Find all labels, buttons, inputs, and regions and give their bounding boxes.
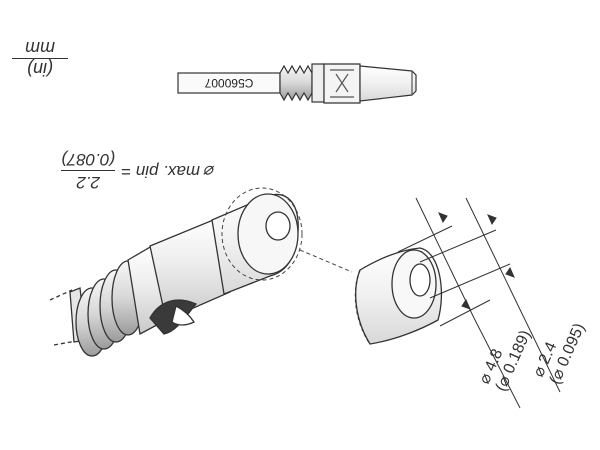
dim-outer-line [415,197,475,319]
dim-inner-line [465,197,561,393]
dim-outer-arrow-1 [438,212,448,224]
side-view-collar [311,63,325,103]
dim-outer-ext-1 [397,225,453,253]
dim-inner-arrow-2 [505,266,515,278]
dim-outer-ext-2 [439,299,491,327]
dim-inner-arrow-1 [487,214,497,226]
detail-tip [354,247,443,345]
detail-tip-bore [409,263,431,297]
detail-leader [299,249,353,273]
dimension-lines [397,197,561,409]
dim-inner-label: ⌀ 2.4 (⌀ 0.095) [530,321,588,387]
side-view-nozzle [359,65,417,102]
dim-inner-ext-1 [419,229,497,263]
detail-circle [221,187,303,281]
side-view-body-lines [330,69,354,98]
perspective-tip [49,193,299,357]
perspective-notch-highlight [171,305,195,326]
dim-inner-ext-2 [429,263,511,299]
side-view-body-notch [335,73,349,93]
side-view-thread [279,64,313,102]
perspective-thread [75,260,145,357]
dim-outer-arrow-2 [461,298,471,310]
dim-outer-label: ⌀ 4.8 (⌀ 0.189) [476,328,534,394]
side-view-tip [177,63,417,104]
perspective-nozzle-bore [265,211,291,241]
dim-outer-leader [473,317,521,409]
part-number: C560007 [204,76,253,90]
detail-tip-hidden-edge [354,269,371,345]
